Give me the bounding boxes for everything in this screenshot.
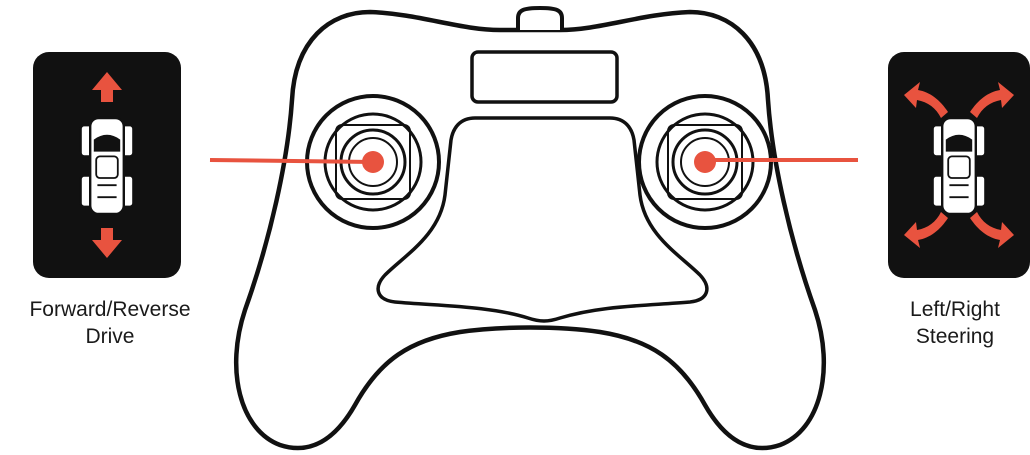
left-right-label: Left/Right (880, 296, 1030, 323)
left-right-caption: Left/Right Steering (880, 296, 1030, 350)
forward-reverse-label: Forward/Reverse (0, 296, 220, 323)
left-joystick-marker (362, 151, 384, 173)
right-joystick-marker (694, 151, 716, 173)
forward-reverse-caption: Forward/Reverse Drive (0, 296, 220, 350)
steering-label: Steering (880, 323, 1030, 350)
drive-label: Drive (0, 323, 220, 350)
forward-reverse-car-icon (33, 52, 181, 278)
steering-car-icon (888, 52, 1030, 278)
controller-body (236, 8, 824, 448)
left-leader-line (210, 160, 373, 162)
